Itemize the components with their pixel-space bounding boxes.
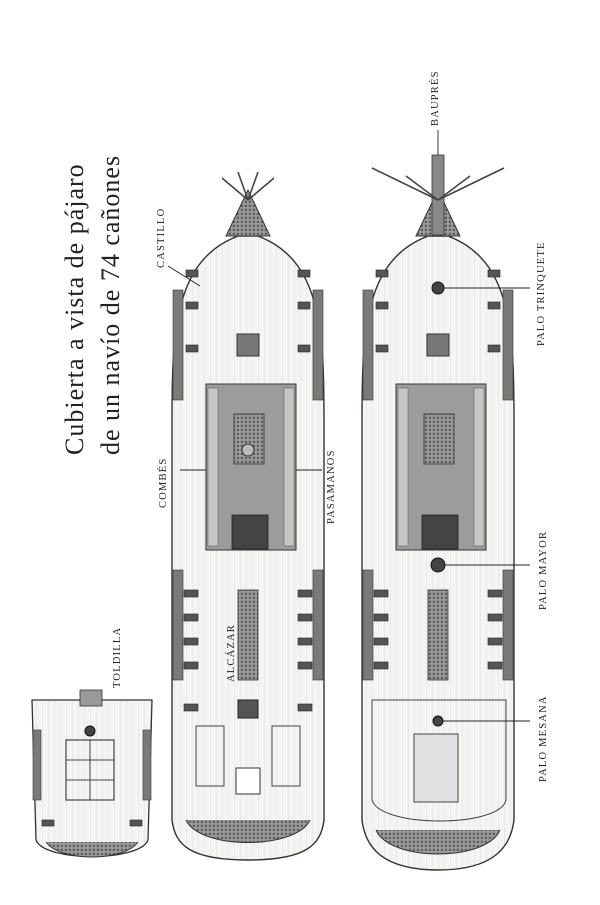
ship2-main-mast [430,557,446,573]
ship1-cabin-right [271,725,301,787]
ship1-capstan-hatch [231,514,269,550]
toldilla-bulwark-left [32,729,42,801]
ship1-hatch [233,413,265,465]
ship1-bow-head [225,188,271,237]
ship1-skylight [235,767,261,795]
ship2-mizzen-mast [432,715,444,727]
ship1-forecastle-hatch [236,333,260,357]
ship2-guns [373,269,503,670]
ship1-guns [183,269,313,712]
ship-mast-deck [361,154,515,871]
ship1-gangway-right [283,387,295,547]
ship-poop-deck [31,689,153,858]
toldilla-ladder [79,689,103,707]
ship1-gangway-left [207,387,219,547]
ship2-capstan-hatch [421,514,459,550]
ship1-bulwark-right-aft [312,569,324,681]
ship2-spars [371,167,505,201]
ship2-hatch [423,413,455,465]
ship1-quarterdeck-grating [237,589,259,681]
toldilla-mast [84,725,96,737]
ship2-stern [375,829,501,855]
ship1-bulwark-right [312,289,324,401]
ship1-bulwark-left [172,289,184,401]
ship-upper-deck [171,171,325,861]
ship2-gangway-left [397,387,409,547]
ship2-poop-skylight [413,733,459,803]
ship2-bulwark-left-aft [362,569,374,681]
ship2-gangway-right [473,387,485,547]
ship2-fore-mast [431,281,445,295]
ship2-poop-outline [371,699,507,822]
ship1-pump [241,443,255,457]
toldilla-bulwark-right [142,729,152,801]
callout-lines [167,130,530,722]
ship1-wheel [237,699,259,719]
ship2-quarterdeck-grating [427,589,449,681]
ship1-stern [185,819,311,843]
ship2-bulwark-right [502,289,514,401]
ship2-forecastle-hatch [426,333,450,357]
ship1-cabin-left [195,725,225,787]
ship2-bowsprit [431,154,445,236]
ship1-spars [221,171,275,201]
callout-castillo [167,265,201,287]
ship2-bulwark-right-aft [502,569,514,681]
toldilla-stern [45,841,139,858]
ship1-bulwark-left-aft [172,569,184,681]
toldilla-hull [31,699,153,858]
ship2-bulwark-left [362,289,374,401]
